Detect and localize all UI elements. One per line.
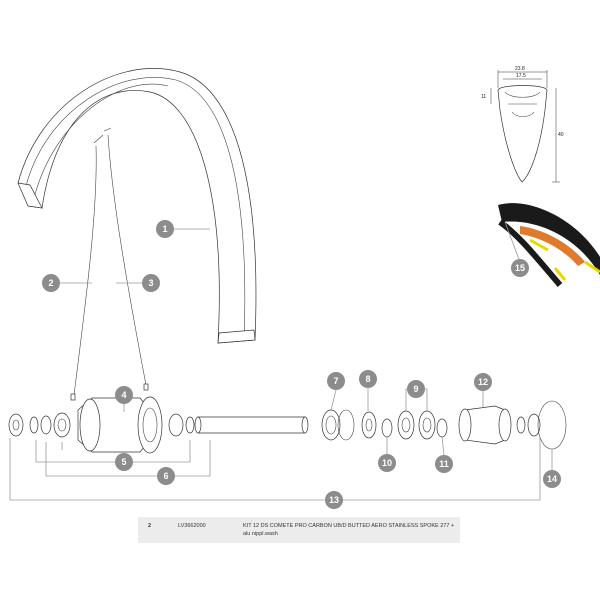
- callout-label: 6: [163, 471, 168, 481]
- callout-label: 1: [162, 224, 167, 234]
- callout-8[interactable]: 8: [359, 370, 377, 388]
- callout-label: 8: [365, 374, 370, 384]
- callout-15[interactable]: 15: [511, 259, 529, 277]
- callout-1[interactable]: 1: [156, 220, 174, 238]
- callout-label: 4: [121, 390, 126, 400]
- hub-assembly-drawing: [8, 396, 567, 454]
- callout-6[interactable]: 6: [157, 467, 175, 485]
- callout-label: 11: [439, 459, 449, 469]
- callout-5[interactable]: 5: [115, 453, 133, 471]
- callout-label: 3: [148, 278, 153, 288]
- rim-profile-drawing: 23.8 17.5 11 40: [481, 66, 564, 183]
- callout-4[interactable]: 4: [115, 386, 133, 404]
- callout-label: 7: [333, 376, 338, 386]
- callout-label: 10: [382, 458, 392, 468]
- rim-drawing: [17, 68, 257, 344]
- callout-10[interactable]: 10: [378, 454, 396, 472]
- dim-outer-width: 23.8: [515, 66, 525, 72]
- dim-inner-width: 17.5: [516, 73, 526, 79]
- callout-14[interactable]: 14: [543, 470, 561, 488]
- callout-label: 13: [329, 495, 339, 505]
- part-description: KIT 12 DS COMETE PRO CARBON UB/D BUTTED …: [243, 523, 455, 537]
- callout-label: 9: [413, 384, 418, 394]
- callout-7[interactable]: 7: [327, 372, 345, 390]
- callout-label: 2: [48, 278, 53, 288]
- callout-label: 15: [515, 263, 525, 273]
- callout-3[interactable]: 3: [142, 274, 160, 292]
- callout-9[interactable]: 9: [407, 380, 425, 398]
- parts-table-row: 2 LV3662000 KIT 12 DS COMETE PRO CARBON …: [138, 517, 460, 543]
- callout-12[interactable]: 12: [474, 373, 492, 391]
- spoke-drawing: [70, 127, 149, 401]
- callout-13[interactable]: 13: [325, 491, 343, 509]
- dim-rim-height: 40: [558, 132, 564, 138]
- callout-11[interactable]: 11: [435, 455, 453, 473]
- tire-drawing: [498, 203, 600, 287]
- leader-lines: [9, 221, 553, 501]
- callout-label: 5: [121, 457, 126, 467]
- dim-hook-height: 11: [481, 94, 486, 100]
- reference-code: LV3662000: [178, 523, 206, 529]
- callout-label: 12: [478, 377, 488, 387]
- callout-2[interactable]: 2: [42, 274, 60, 292]
- callout-label: 14: [547, 474, 557, 484]
- item-number: 2: [148, 523, 152, 529]
